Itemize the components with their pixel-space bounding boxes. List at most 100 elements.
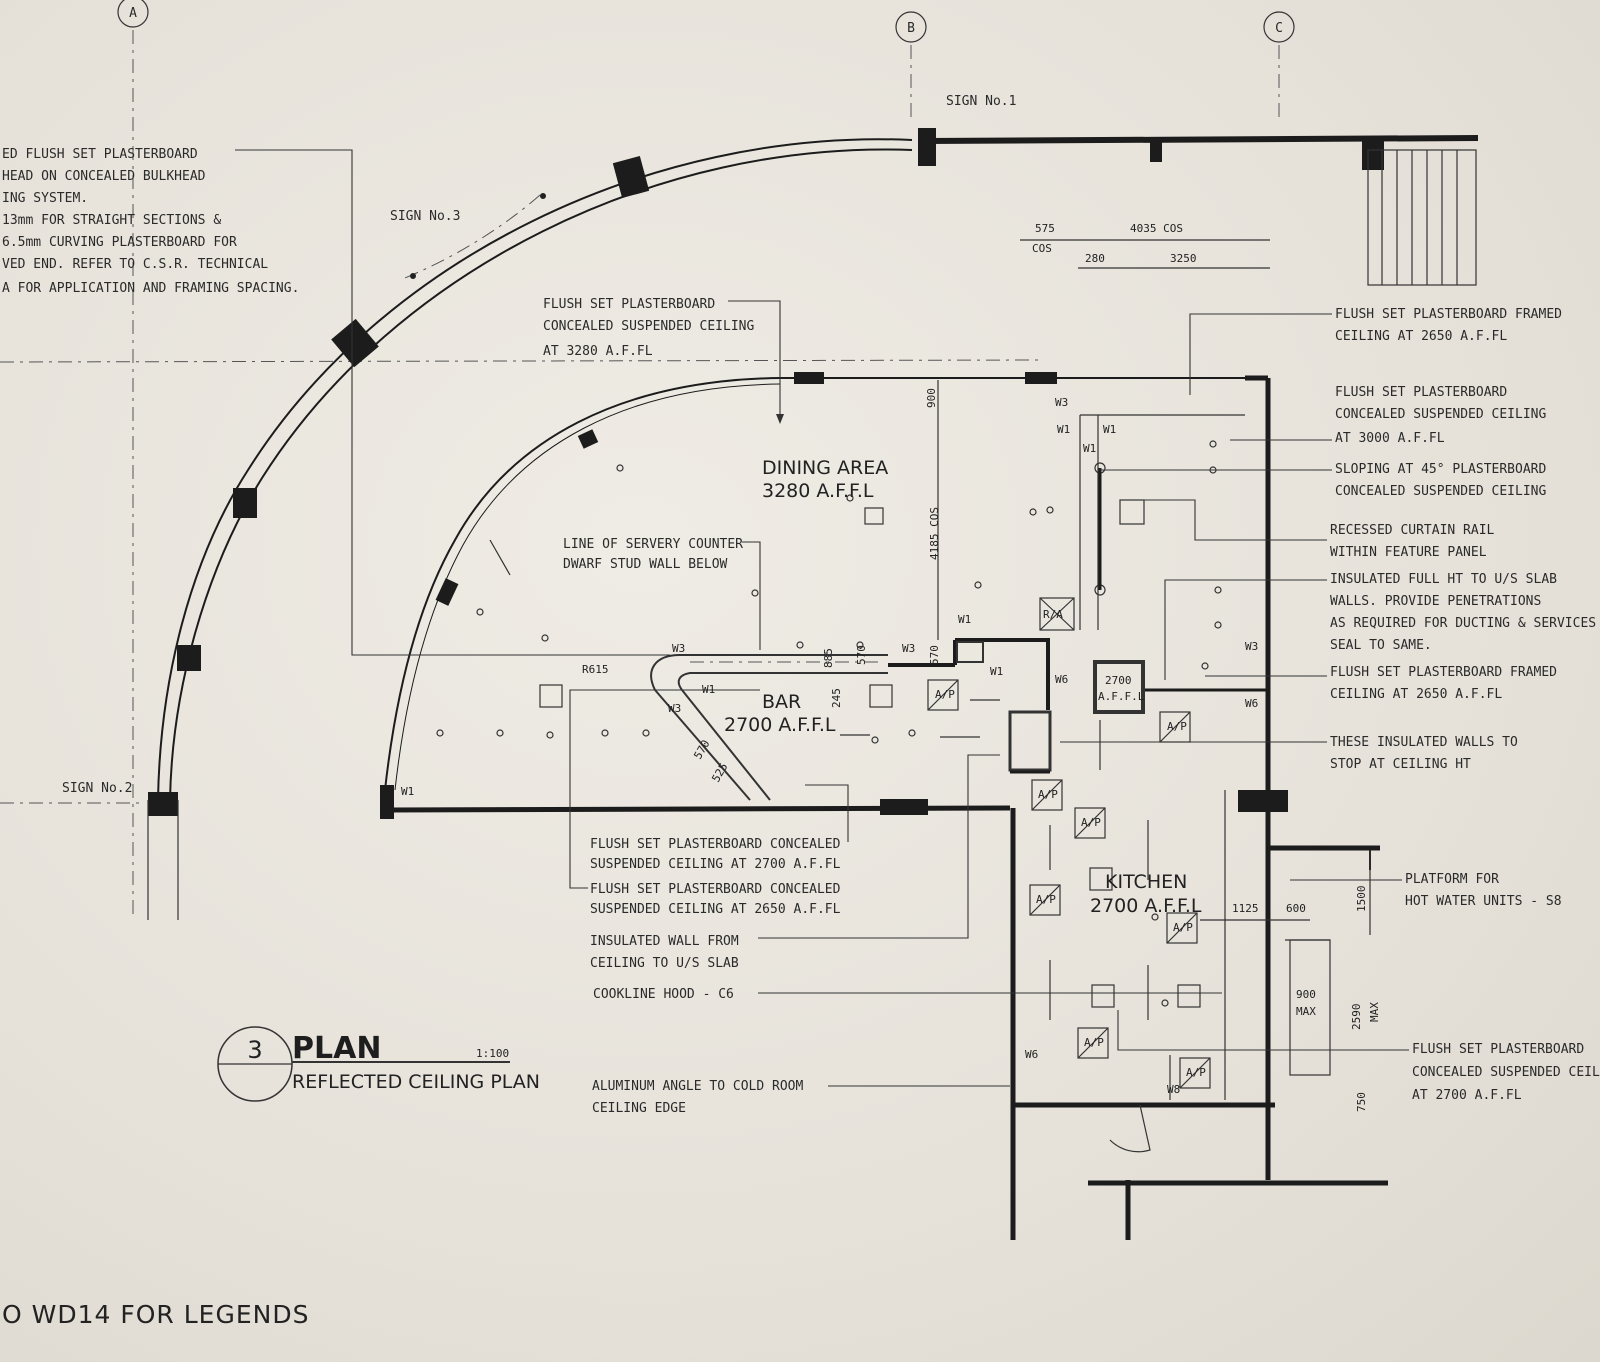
note-aluminum-angle: ALUMINUM ANGLE TO COLD ROOM CEILING EDGE [592,1079,1010,1116]
svg-text:DWARF STUD WALL BELOW: DWARF STUD WALL BELOW [563,557,728,572]
svg-text:ED FLUSH SET PLASTERBOARD: ED FLUSH SET PLASTERBOARD [2,147,198,162]
drawing-title: 3 PLAN 1:100 REFLECTED CEILING PLAN [217,1026,540,1102]
note-ceiling-3280: FLUSH SET PLASTERBOARD CONCEALED SUSPEND… [543,297,784,424]
svg-text:W3: W3 [668,702,681,715]
note-bulkhead: ED FLUSH SET PLASTERBOARD HEAD ON CONCEA… [2,147,670,656]
svg-text:SLOPING AT 45° PLASTERBOARD: SLOPING AT 45° PLASTERBOARD [1335,462,1546,477]
dimensions: 575 COS 4035 COS 280 3250 900 4185 COS 8… [582,222,1381,1112]
svg-text:6.5mm CURVING PLASTERBOARD FOR: 6.5mm CURVING PLASTERBOARD FOR [2,235,237,250]
svg-text:1500: 1500 [1355,886,1368,913]
svg-text:THESE INSULATED WALLS TO: THESE INSULATED WALLS TO [1330,735,1518,750]
svg-text:W8: W8 [1167,1083,1180,1096]
svg-text:885: 885 [822,648,835,668]
svg-text:FLUSH SET PLASTERBOARD CONCEAL: FLUSH SET PLASTERBOARD CONCEALED [590,837,841,852]
svg-text:A/P: A/P [1084,1036,1104,1049]
svg-text:HEAD ON CONCEALED BULKHEAD: HEAD ON CONCEALED BULKHEAD [2,169,206,184]
svg-text:WALLS. PROVIDE PENETRATIONS: WALLS. PROVIDE PENETRATIONS [1330,594,1541,609]
svg-text:2700 A.F.F.L: 2700 A.F.F.L [1090,895,1202,917]
svg-text:W3: W3 [1055,396,1068,409]
svg-text:575: 575 [1035,222,1055,235]
svg-text:AS REQUIRED FOR DUCTING & SERV: AS REQUIRED FOR DUCTING & SERVICES [1330,616,1596,631]
exhaust-fan-7: A/P [1077,1027,1109,1059]
svg-text:COOKLINE HOOD - C6: COOKLINE HOOD - C6 [593,987,734,1002]
svg-text:570: 570 [855,645,868,665]
svg-text:CONCEALED SUSPENDED CEILI: CONCEALED SUSPENDED CEILI [1412,1065,1600,1080]
svg-text:W3: W3 [672,642,685,655]
svg-text:ALUMINUM ANGLE TO COLD ROOM: ALUMINUM ANGLE TO COLD ROOM [592,1079,803,1094]
svg-text:3250: 3250 [1170,252,1197,265]
room-store: 2700 A.F.F.L [1098,674,1145,703]
svg-text:FLUSH SET PLASTERBOARD: FLUSH SET PLASTERBOARD [543,297,715,312]
svg-text:525: 525 [709,761,730,785]
svg-text:CONCEALED SUSPENDED CEILING: CONCEALED SUSPENDED CEILING [1335,484,1546,499]
svg-text:900: 900 [925,388,938,408]
sign-no-2: SIGN No.2 [62,781,132,796]
outer-wall [147,128,1479,920]
sign-no-1: SIGN No.1 [946,94,1016,109]
svg-text:PLATFORM FOR: PLATFORM FOR [1405,872,1499,887]
svg-text:W1: W1 [401,785,414,798]
note-right-4: RECESSED CURTAIN RAIL WITHIN FEATURE PAN… [1120,499,1495,560]
drawing-title-text: PLAN [292,1031,381,1066]
stair [1367,149,1477,286]
svg-text:AT 2700 A.F.FL: AT 2700 A.F.FL [1412,1088,1522,1103]
svg-text:570: 570 [691,738,712,762]
svg-text:FLUSH SET PLASTERBOARD: FLUSH SET PLASTERBOARD [1335,385,1507,400]
svg-text:1125: 1125 [1232,902,1259,915]
svg-text:INSULATED WALL FROM: INSULATED WALL FROM [590,934,739,949]
svg-text:SEAL TO SAME.: SEAL TO SAME. [1330,638,1432,653]
svg-text:R615: R615 [582,663,609,676]
svg-text:INSULATED FULL HT TO U/S SLAB: INSULATED FULL HT TO U/S SLAB [1330,572,1557,587]
svg-text:W1: W1 [1057,423,1070,436]
note-right-2: FLUSH SET PLASTERBOARD CONCEALED SUSPEND… [1230,385,1546,446]
room-bar: BAR 2700 A.F.F.L [724,691,836,736]
svg-text:CEILING AT 2650 A.F.FL: CEILING AT 2650 A.F.FL [1330,687,1502,702]
wall-tags: W1 W3 W1 W3 W3 W1 W1 W6 W3 W6 W3 W1 W1 W… [401,396,1258,1096]
grid-line-a: A [117,0,149,920]
svg-text:A/P: A/P [1167,720,1187,733]
svg-text:ING SYSTEM.: ING SYSTEM. [2,191,88,206]
svg-text:3: 3 [247,1036,262,1064]
svg-text:AT 3000 A.F.FL: AT 3000 A.F.FL [1335,431,1445,446]
note-right-1: FLUSH SET PLASTERBOARD FRAMED CEILING AT… [1189,307,1562,395]
exhaust-fan-3: A/P [1031,779,1063,811]
svg-text:A: A [129,6,137,21]
exhaust-fan-6: A/P [1166,912,1198,944]
grid-line-b: B [895,11,927,120]
svg-text:A.F.F.L: A.F.F.L [1098,690,1145,703]
svg-text:FLUSH SET PLASTERBOARD CONCEAL: FLUSH SET PLASTERBOARD CONCEALED [590,882,841,897]
svg-text:MAX: MAX [1296,1005,1316,1018]
svg-text:FLUSH SET PLASTERBOARD FRAMED: FLUSH SET PLASTERBOARD FRAMED [1330,665,1557,680]
svg-text:570: 570 [928,645,941,665]
drawing-scale: 1:100 [476,1047,509,1060]
svg-text:VED END. REFER TO C.S.R. TECHN: VED END. REFER TO C.S.R. TECHNICAL [2,257,268,272]
exhaust-fan-1: A/P [927,679,959,711]
note-right-5: INSULATED FULL HT TO U/S SLAB WALLS. PRO… [1164,572,1596,680]
return-air-grille: R/A [1039,597,1075,631]
svg-text:4035 COS: 4035 COS [1130,222,1183,235]
svg-text:MAX: MAX [1368,1002,1381,1022]
room-dining: DINING AREA 3280 A.F.F.L [762,457,888,502]
svg-text:3280 A.F.F.L: 3280 A.F.F.L [762,480,874,502]
exhaust-fan-5: A/P [1029,884,1061,916]
exhaust-fan-2: A/P [1159,711,1191,743]
svg-text:B: B [907,21,915,36]
svg-text:CEILING AT 2650 A.F.FL: CEILING AT 2650 A.F.FL [1335,329,1507,344]
svg-text:4185 COS: 4185 COS [928,507,941,560]
sign-no-3: SIGN No.3 [390,209,460,224]
svg-text:LINE OF SERVERY COUNTER: LINE OF SERVERY COUNTER [563,537,743,552]
note-ceiling-2650: FLUSH SET PLASTERBOARD CONCEALED SUSPEND… [569,689,841,917]
svg-text:CEILING EDGE: CEILING EDGE [592,1101,686,1116]
svg-text:HOT WATER UNITS - S8: HOT WATER UNITS - S8 [1405,894,1562,909]
svg-text:CONCEALED SUSPENDED CEILING: CONCEALED SUSPENDED CEILING [543,319,754,334]
grid-line-horizontal [0,359,1041,363]
svg-text:900: 900 [1296,988,1316,1001]
svg-text:W6: W6 [1245,697,1258,710]
svg-text:A/P: A/P [1038,788,1058,801]
svg-text:W1: W1 [1103,423,1116,436]
svg-text:W6: W6 [1025,1048,1038,1061]
exhaust-fan-4: A/P [1074,807,1106,839]
svg-text:C: C [1275,21,1283,36]
svg-text:SUSPENDED CEILING AT 2650 A.F.: SUSPENDED CEILING AT 2650 A.F.FL [590,902,841,917]
